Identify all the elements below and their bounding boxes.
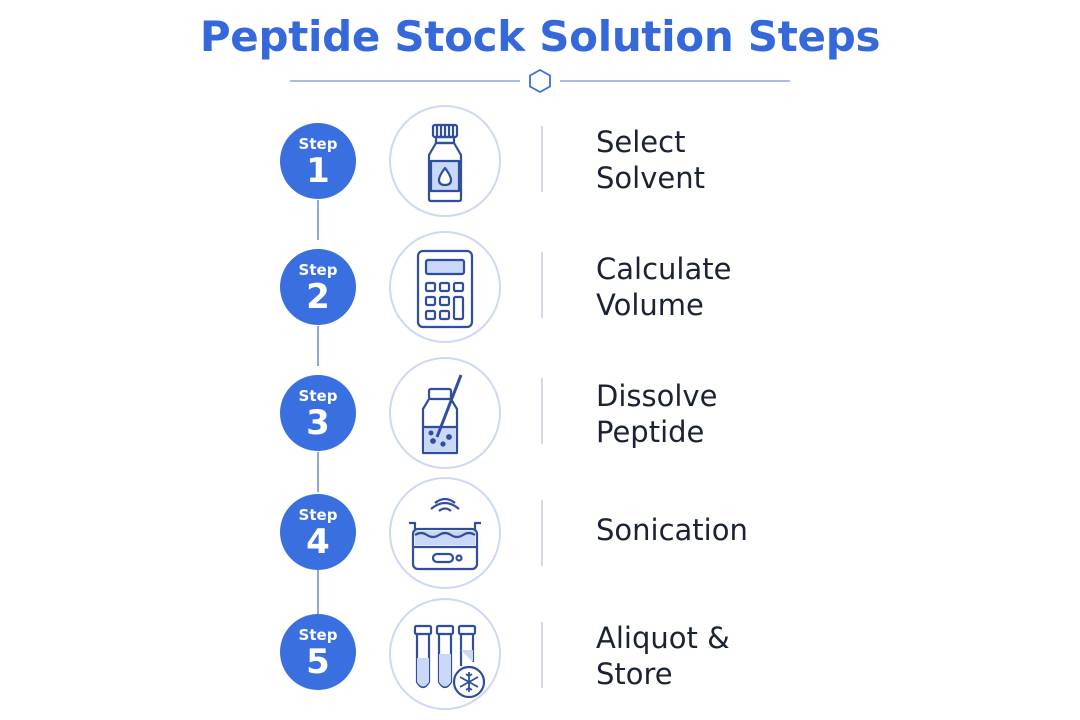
solvent-bottle-icon (427, 123, 463, 203)
step-number: 1 (306, 151, 330, 191)
timeline-connector (317, 326, 319, 366)
page-title: Peptide Stock Solution Steps (199, 12, 881, 61)
label-line: Calculate (596, 252, 732, 286)
vial-stir-icon (421, 374, 463, 455)
snowflake-icon (459, 672, 479, 692)
tubes-freeze-icon (413, 624, 486, 698)
label-line: Store (596, 657, 673, 691)
title-divider (290, 68, 790, 94)
step-badge-3: Step 3 (280, 375, 356, 451)
step-label-4: Sonication (596, 512, 896, 548)
step-word: Step (298, 261, 338, 279)
separator (541, 622, 543, 688)
icon-circle (389, 105, 501, 217)
icon-circle (389, 231, 501, 343)
step-number: 2 (306, 277, 330, 317)
icon-circle (389, 598, 501, 710)
step-label-3: Dissolve Peptide (596, 378, 896, 450)
timeline-connector (317, 200, 319, 240)
label-line: Sonication (596, 513, 748, 547)
step-number: 5 (306, 642, 330, 682)
step-badge-2: Step 2 (280, 249, 356, 325)
label-line: Volume (596, 288, 704, 322)
label-line: Aliquot & (596, 621, 730, 655)
step-badge-1: Step 1 (280, 123, 356, 199)
step-label-5: Aliquot & Store (596, 620, 896, 692)
step-badge-5: Step 5 (280, 614, 356, 690)
step-word: Step (298, 135, 338, 153)
step-badge-4: Step 4 (280, 494, 356, 570)
label-line: Dissolve (596, 379, 718, 413)
step-word: Step (298, 626, 338, 644)
icon-circle (389, 477, 501, 589)
step-label-1: Select Solvent (596, 124, 896, 196)
timeline-connector (317, 452, 319, 492)
separator (541, 126, 543, 192)
step-number: 3 (306, 403, 330, 443)
separator (541, 252, 543, 318)
step-word: Step (298, 506, 338, 524)
label-line: Peptide (596, 415, 705, 449)
hexagon-icon (529, 68, 551, 94)
separator (541, 500, 543, 566)
step-label-2: Calculate Volume (596, 251, 896, 323)
separator (541, 378, 543, 444)
step-word: Step (298, 387, 338, 405)
label-line: Select (596, 125, 686, 159)
timeline-connector (317, 570, 319, 620)
icon-circle (389, 357, 501, 469)
ultrasonic-bath-icon (409, 497, 481, 571)
step-number: 4 (306, 522, 330, 562)
label-line: Solvent (596, 161, 705, 195)
calculator-icon (416, 249, 474, 329)
